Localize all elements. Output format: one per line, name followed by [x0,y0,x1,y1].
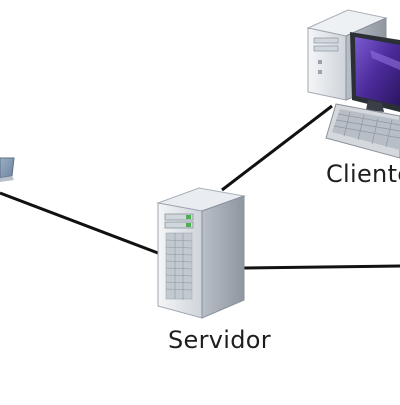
links [0,104,400,270]
server-label: Servidor [168,326,271,354]
laptop-icon [0,157,15,182]
link-server-to-client [221,104,333,192]
link-server-to-right [243,264,400,270]
server-tower-icon [156,187,246,319]
link-left-to-server [0,191,159,255]
client-label: Cliente [326,160,400,188]
desktop-computer-icon [306,9,400,159]
